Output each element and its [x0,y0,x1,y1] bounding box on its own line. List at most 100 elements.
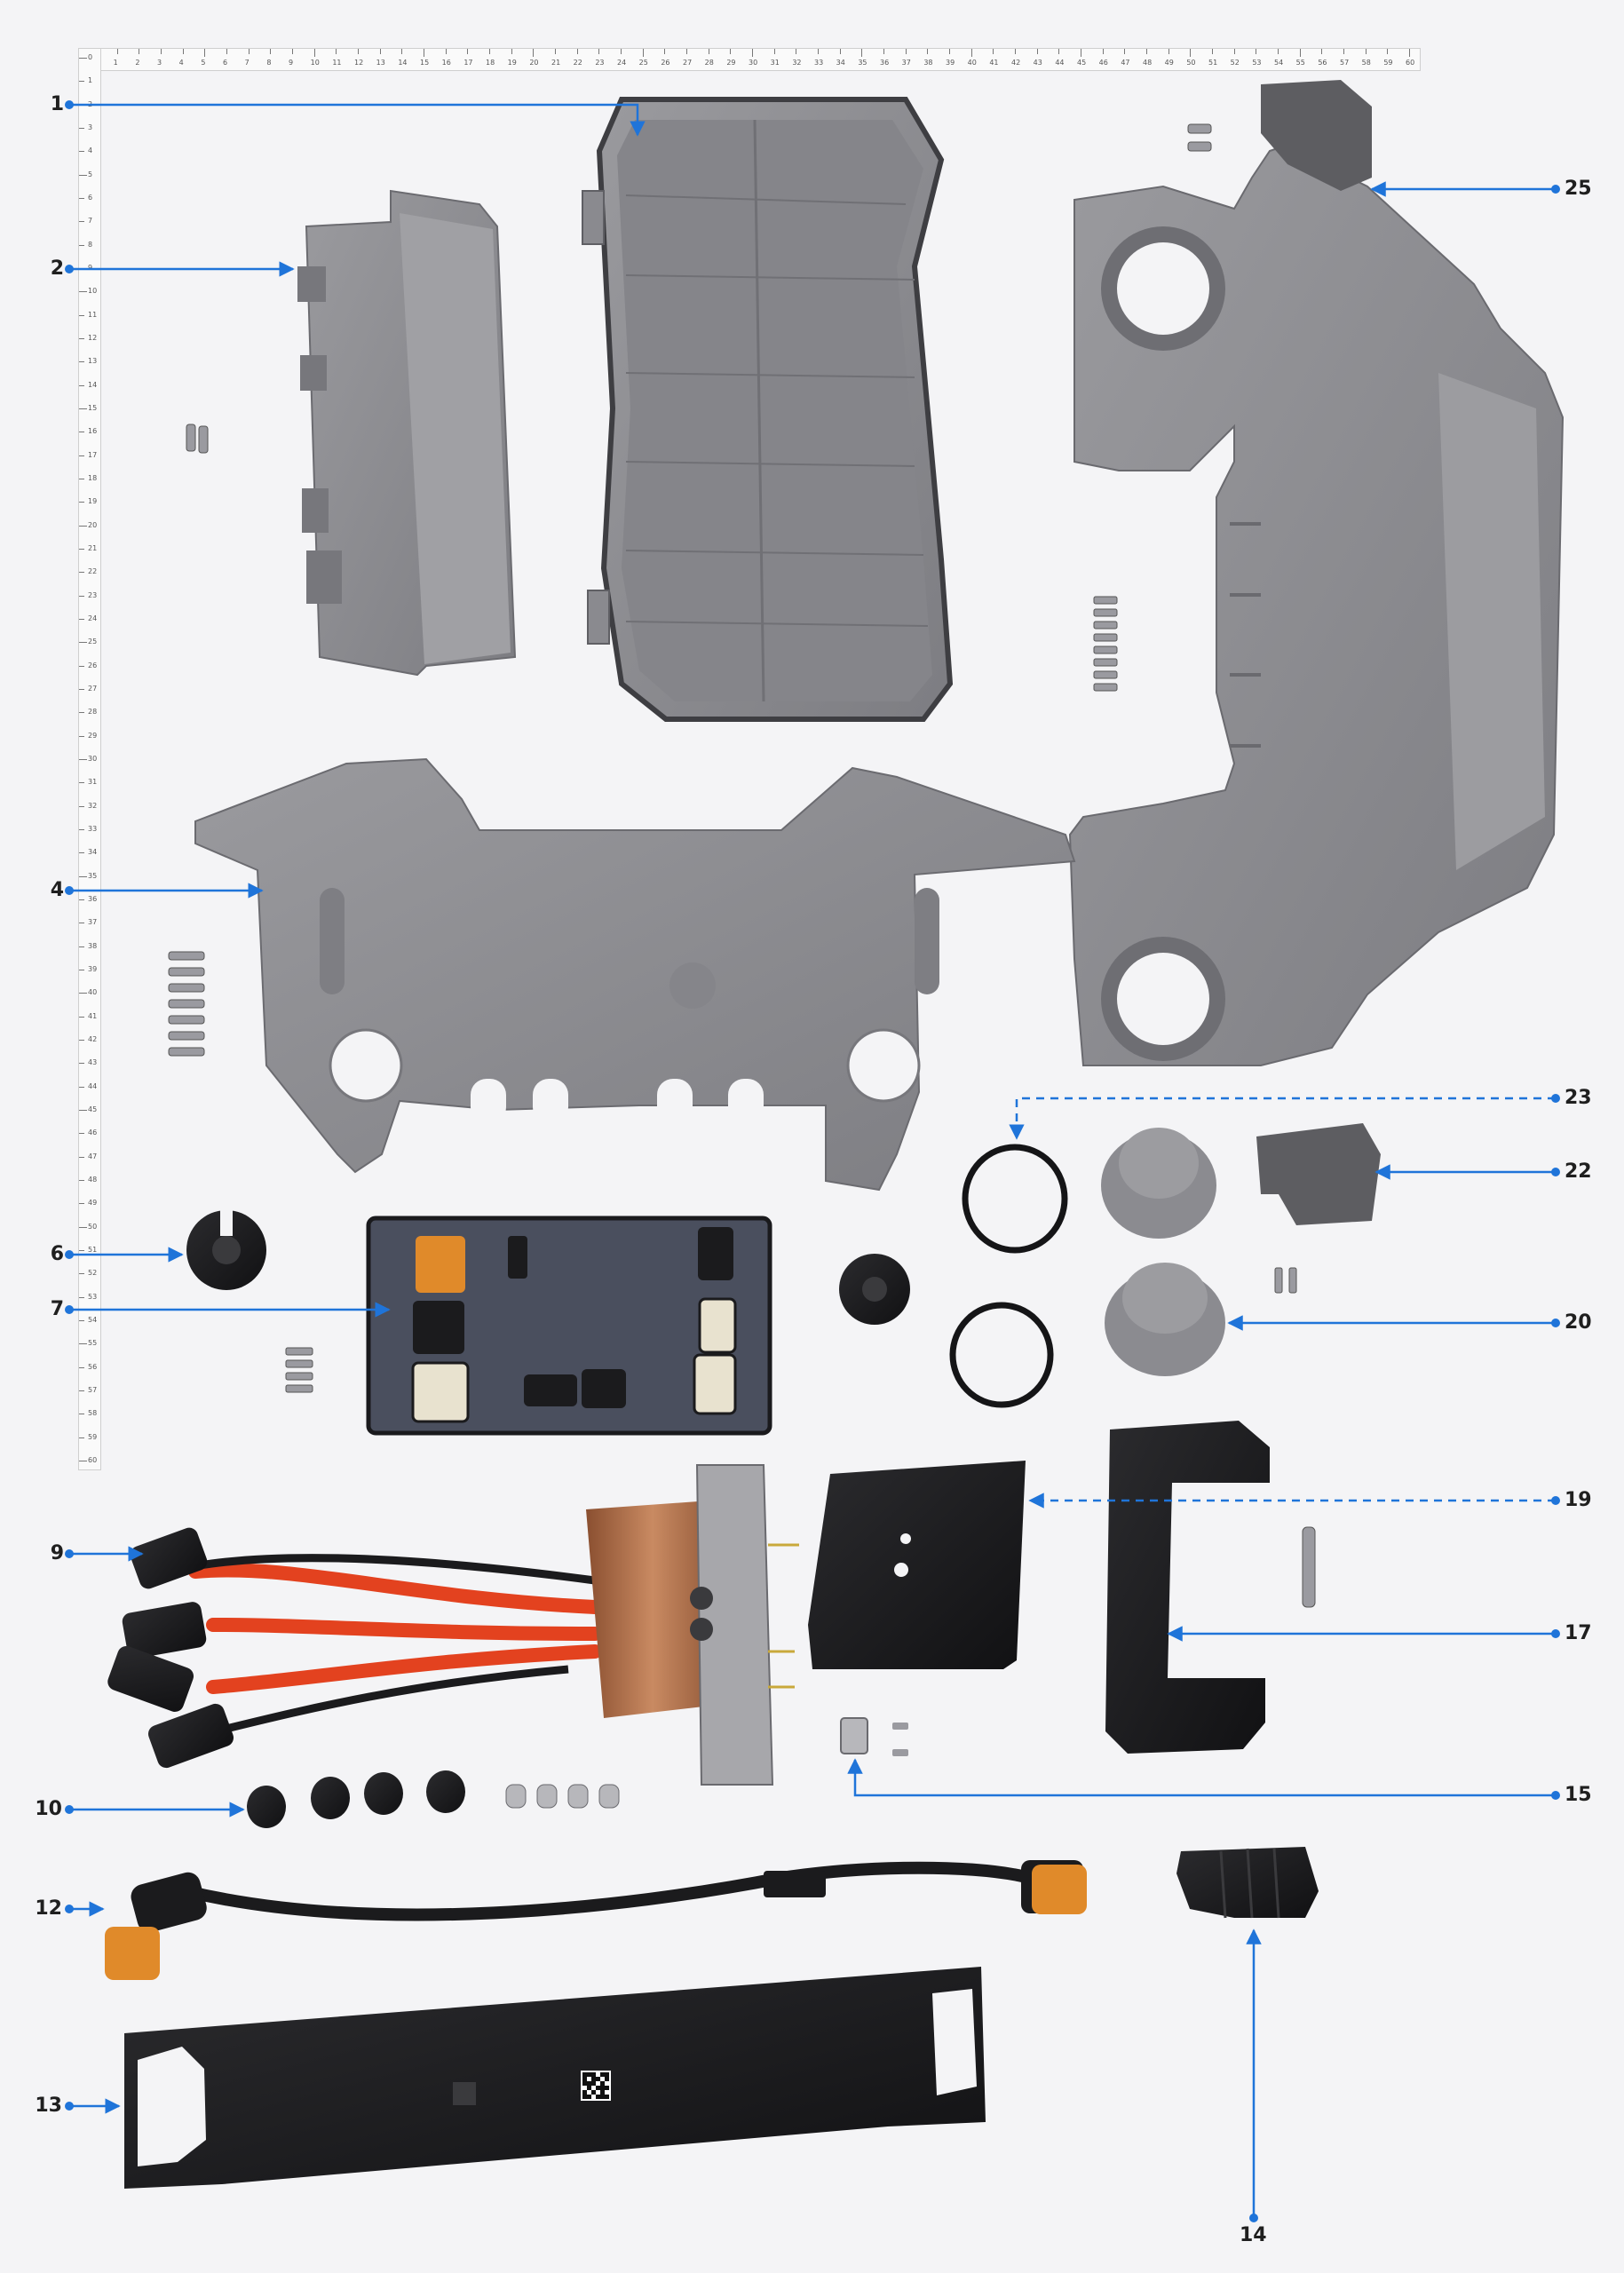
ruler-number: 57 [1340,59,1350,67]
ruler-tick [79,1133,84,1135]
ruler-tick [730,49,732,54]
ruler-number: 19 [507,59,517,67]
callout-label-12: 12 [35,1897,62,1920]
ruler-number: 59 [88,1432,98,1441]
ruler-tick [161,49,162,54]
ruler-tick [79,829,84,830]
ruler-number: 50 [88,1222,98,1231]
callout-label-15: 15 [1565,1784,1592,1806]
ruler-tick [401,49,403,54]
ruler-tick [79,1180,84,1181]
ruler-number: 23 [88,590,98,599]
ruler-tick [79,314,84,316]
ruler-tick [292,49,293,54]
ruler-tick [226,49,227,54]
ruler-tick [1365,49,1367,54]
ruler-number: 26 [661,59,670,67]
ruler-tick [1343,49,1344,54]
ruler-number: 15 [88,404,98,412]
ruler-number: 37 [901,59,911,67]
ruler-tick [79,174,87,176]
ruler-number: 4 [88,147,93,155]
ruler-tick [1233,49,1235,54]
callout-label-7: 7 [50,1298,64,1320]
ruler-number: 32 [792,59,802,67]
ruler-tick [79,198,84,199]
ruler-tick [598,49,600,54]
horizontal-ruler: 0123456789101112131415161718192021222324… [85,48,1421,71]
ruler-number: 12 [88,334,98,342]
leader-lines [69,103,1556,2218]
ruler-number: 27 [88,685,98,693]
leader-dots [65,100,1560,2222]
part-19-insulation-sheet [808,1461,1026,1669]
ruler-number: 3 [88,123,93,131]
ruler-number: 45 [1077,59,1087,67]
ruler-number: 0 [88,53,93,61]
ruler-tick [1015,49,1016,54]
ruler-number: 21 [88,544,98,552]
ruler-tick [79,549,84,550]
ruler-number: 53 [1252,59,1262,67]
ruler-number: 25 [638,59,648,67]
ruler-number: 9 [88,264,93,272]
ruler-tick [79,1320,84,1321]
ruler-tick [970,49,972,57]
ruler-tick [79,946,84,947]
ruler-tick [1190,49,1192,57]
ruler-tick [79,782,84,784]
ruler-number: 1 [88,76,93,85]
ruler-tick [79,244,84,246]
ruler-number: 1 [113,59,118,67]
ruler-number: 17 [463,59,473,67]
ruler-tick [336,49,337,54]
ruler-number: 60 [88,1456,98,1464]
ruler-tick [642,49,644,57]
ruler-number: 45 [88,1105,98,1113]
ruler-number: 47 [88,1152,98,1160]
ruler-tick [1278,49,1279,54]
ruler-number: 10 [88,287,98,296]
ruler-number: 11 [332,59,342,67]
ruler-number: 28 [88,708,98,717]
ruler-number: 38 [923,59,933,67]
ruler-tick [79,619,84,620]
ruler-tick [79,338,84,339]
ruler-number: 55 [1295,59,1305,67]
part-6-grommet [186,1209,266,1290]
ruler-number: 14 [88,380,98,389]
ruler-number: 56 [1318,59,1327,67]
ruler-tick [511,49,512,54]
callout-label-9: 9 [50,1542,64,1564]
ruler-number: 30 [88,755,98,763]
ruler-number: 41 [989,59,999,67]
ruler-tick [79,759,87,760]
ruler-tick [79,525,87,527]
ruler-number: 59 [1383,59,1393,67]
qr-code-small [453,2082,476,2105]
callout-label-25: 25 [1565,178,1592,200]
ruler-tick [1102,49,1104,54]
ruler-number: 31 [770,59,780,67]
ruler-tick [79,1086,84,1088]
callout-label-22: 22 [1565,1160,1592,1183]
qr-code-sticker [581,2071,611,2101]
ruler-number: 41 [88,1011,98,1020]
ruler-number: 32 [88,801,98,810]
ruler-number: 5 [201,59,206,67]
ruler-number: 16 [441,59,451,67]
ruler-number: 21 [551,59,561,67]
screw-column-d [168,951,205,1057]
ruler-tick [79,665,84,667]
ruler-number: 54 [88,1316,98,1324]
ruler-number: 33 [88,825,98,833]
grommet-b [839,1254,910,1325]
ruler-number: 8 [266,59,272,67]
ruler-number: 50 [1186,59,1196,67]
ruler-number: 25 [88,638,98,646]
ruler-tick [79,852,84,854]
ruler-tick [79,805,84,807]
ruler-tick [79,875,87,877]
ruler-tick [79,712,84,714]
